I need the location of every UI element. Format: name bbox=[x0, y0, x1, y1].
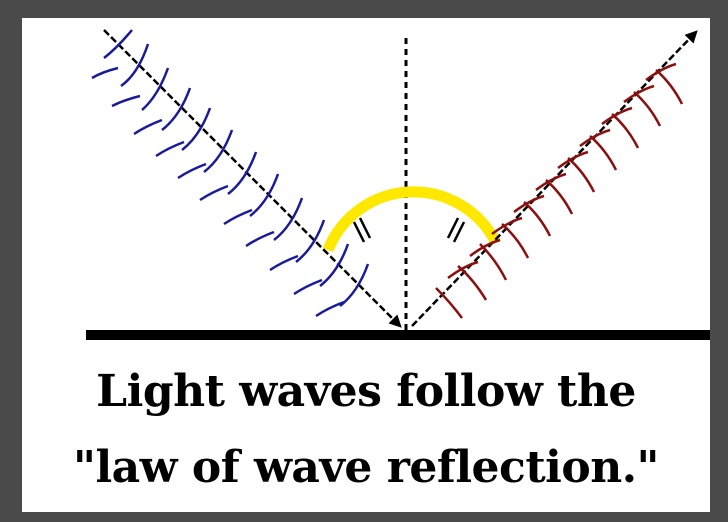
incident-wavefronts bbox=[92, 30, 368, 316]
caption-line-1: Light waves follow the bbox=[22, 370, 710, 414]
reflected-wavefronts bbox=[436, 64, 682, 318]
angle-tick-marks bbox=[354, 218, 464, 242]
reflection-diagram bbox=[22, 18, 710, 512]
reflecting-surface bbox=[86, 330, 710, 340]
caption-line-2: "law of wave reflection." bbox=[22, 446, 710, 490]
incident-ray bbox=[104, 30, 400, 326]
diagram-panel: Light waves follow the "law of wave refl… bbox=[22, 18, 710, 512]
angle-arc bbox=[328, 192, 496, 250]
